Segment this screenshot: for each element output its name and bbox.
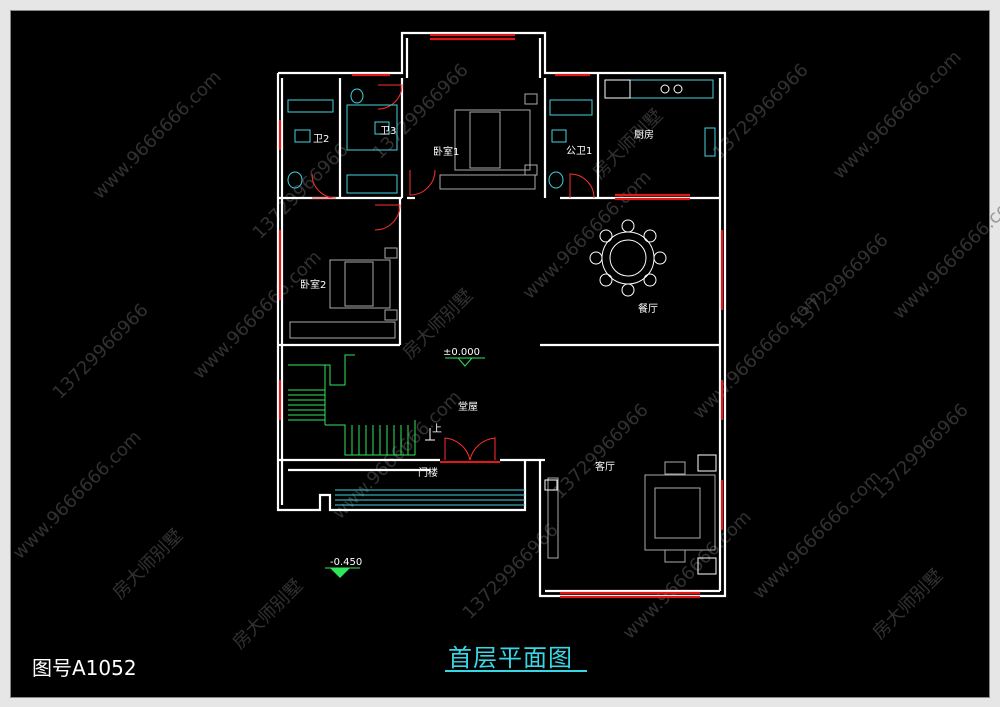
watermark-phone: 13729966966 (49, 300, 153, 404)
watermark-site: www.9666666.com (829, 47, 966, 184)
title-underline (445, 670, 587, 672)
level-marker-main: ±0.000 (443, 347, 485, 367)
watermark-site: www.9666666.com (619, 507, 756, 644)
room-label-gongwei1: 公卫1 (566, 146, 592, 157)
watermark-site: www.9666666.com (189, 247, 326, 384)
staircase (288, 354, 435, 456)
watermark-brand: 房大师别墅 (589, 105, 667, 183)
watermark-layer: www.9666666.com 房大师别墅 13729966966 www.96… (9, 47, 1000, 654)
room-label-bedroom2: 卧室2 (300, 278, 326, 291)
room-labels: 卫2 卫3 卧室1 公卫1 厨房 卧室2 餐厅 堂屋 门楼 客厅 上 (300, 126, 658, 479)
level-marker-entry: -0.450 (325, 557, 362, 578)
entry-steps (335, 489, 525, 506)
windows (278, 33, 724, 599)
furniture (289, 93, 717, 575)
watermark-brand: 房大师别墅 (869, 565, 947, 643)
room-label-porch: 门楼 (418, 466, 438, 479)
watermark-site: www.9666666.com (889, 187, 1000, 324)
watermark-phone: 13729966966 (549, 400, 653, 504)
room-label-wei2: 卫2 (313, 134, 329, 145)
drawing-title: 首层平面图 (448, 644, 573, 672)
watermark-brand: 房大师别墅 (229, 575, 307, 653)
fixtures (287, 79, 716, 194)
room-label-bedroom1: 卧室1 (433, 145, 459, 158)
watermark-phone: 13729966966 (459, 520, 563, 624)
room-label-dining: 餐厅 (638, 302, 658, 315)
room-label-living: 客厅 (595, 460, 615, 473)
drawing-number: 图号A1052 (32, 656, 137, 680)
watermark-brand: 房大师别墅 (109, 525, 187, 603)
watermark-site: www.9666666.com (89, 67, 226, 204)
level-main-label: ±0.000 (443, 347, 480, 358)
room-label-wei3: 卫3 (380, 126, 396, 137)
watermark-phone: 13729966966 (869, 400, 973, 504)
level-entry-label: -0.450 (330, 557, 362, 568)
room-label-hall: 堂屋 (458, 401, 478, 413)
watermark-site: www.9666666.com (9, 427, 146, 564)
watermark-phone: 13729966966 (789, 230, 893, 334)
room-label-kitchen: 厨房 (634, 128, 654, 141)
stair-up-label: 上 (432, 423, 442, 435)
doors (311, 84, 595, 463)
watermark-phone: 13729966966 (249, 140, 353, 244)
watermark-site: www.9666666.com (749, 467, 886, 604)
